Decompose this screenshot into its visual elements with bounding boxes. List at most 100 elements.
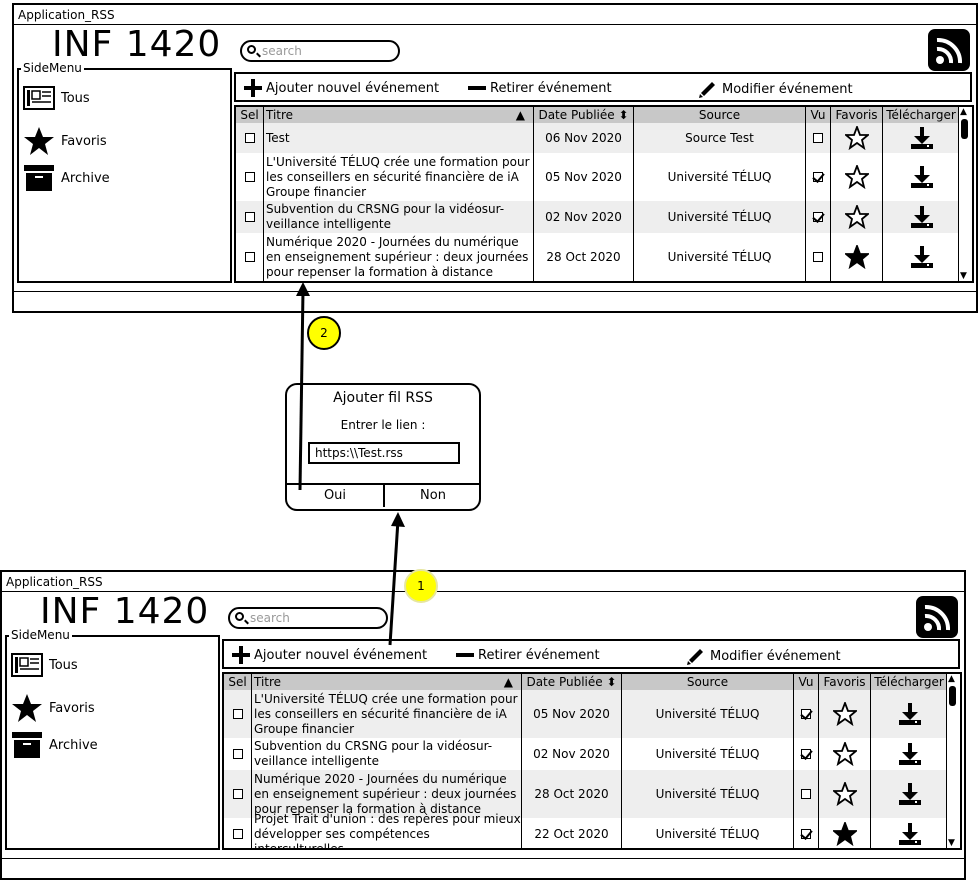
download-icon[interactable]: [897, 782, 923, 806]
column-date[interactable]: Date Publiée ⬍: [534, 107, 634, 123]
table-row[interactable]: Numérique 2020 - Journées du numérique e…: [224, 770, 946, 818]
archive-box-icon: [12, 732, 42, 758]
edit-event-button[interactable]: Modifier événement: [698, 79, 853, 99]
table-row[interactable]: L'Université TÉLUQ crée une formation po…: [224, 690, 946, 738]
search-input[interactable]: search: [228, 607, 388, 629]
sidebar-item-favoris[interactable]: Favoris: [23, 126, 107, 156]
star-icon: [24, 127, 54, 155]
table-row[interactable]: Projet Trait d'union : des repères pour …: [224, 812, 946, 848]
column-telecharger[interactable]: Télécharger: [883, 107, 960, 123]
star-filled-icon[interactable]: [832, 822, 857, 846]
table-row[interactable]: Subvention du CRSNG pour la vidéosur-vei…: [224, 738, 946, 770]
star-outline-icon[interactable]: [832, 702, 857, 726]
sidebar-item-tous[interactable]: Tous: [23, 86, 90, 110]
star-outline-icon[interactable]: [844, 205, 869, 229]
table-row[interactable]: Numérique 2020 - Journées du numérique e…: [236, 233, 958, 281]
remove-event-button[interactable]: Retirer événement: [468, 79, 612, 97]
select-checkbox[interactable]: [244, 252, 255, 262]
window-title: Application_RSS: [6, 575, 103, 589]
column-titre[interactable]: Titre▲: [252, 674, 522, 690]
side-menu-label: SideMenu: [21, 61, 84, 75]
table-scrollbar[interactable]: ▲ ▼: [958, 107, 972, 281]
star-outline-icon[interactable]: [832, 742, 857, 766]
no-button[interactable]: Non: [420, 488, 446, 503]
column-vu[interactable]: Vu: [794, 674, 819, 690]
seen-checkbox[interactable]: [801, 789, 811, 799]
dialog-buttons: Oui Non: [287, 483, 479, 509]
column-sel[interactable]: Sel: [224, 674, 252, 690]
dialog-title: Ajouter fil RSS: [333, 390, 433, 406]
column-vu[interactable]: Vu: [806, 107, 831, 123]
column-favoris[interactable]: Favoris: [819, 674, 871, 690]
add-event-button[interactable]: Ajouter nouvel événement: [244, 79, 439, 97]
sort-icon: ⬍: [618, 108, 629, 122]
select-checkbox[interactable]: [232, 709, 243, 719]
column-date[interactable]: Date Publiée ⬍: [522, 674, 622, 690]
search-input[interactable]: search: [240, 40, 400, 62]
column-sel[interactable]: Sel: [236, 107, 264, 123]
column-titre[interactable]: Titre▲: [264, 107, 534, 123]
table-scrollbar[interactable]: ▲ ▼: [946, 674, 960, 848]
rss-icon[interactable]: [916, 596, 958, 638]
select-checkbox[interactable]: [232, 789, 243, 799]
dialog-prompt: Entrer le lien :: [340, 418, 426, 432]
column-telecharger[interactable]: Télécharger: [871, 674, 948, 690]
sidebar-item-archive[interactable]: Archive: [23, 164, 110, 192]
side-menu: SideMenu Tous Favoris Archive: [17, 61, 232, 283]
rss-icon[interactable]: [928, 29, 970, 71]
event-title: L'Université TÉLUQ crée une formation po…: [254, 691, 518, 736]
star-filled-icon[interactable]: [844, 245, 869, 269]
pencil-icon: [687, 649, 703, 665]
event-title: Numérique 2020 - Journées du numérique e…: [254, 771, 517, 816]
minus-icon: [468, 86, 486, 90]
event-source: Université TÉLUQ: [655, 707, 760, 721]
star-outline-icon[interactable]: [844, 126, 869, 150]
add-rss-dialog: Ajouter fil RSS Entrer le lien : https:\…: [285, 383, 481, 511]
select-checkbox[interactable]: [244, 172, 255, 182]
seen-checkbox[interactable]: [813, 133, 823, 143]
sidebar-item-archive[interactable]: Archive: [11, 731, 98, 759]
event-title: L'Université TÉLUQ crée une formation po…: [266, 154, 530, 199]
star-outline-icon[interactable]: [844, 165, 869, 189]
seen-checkbox[interactable]: [801, 749, 811, 759]
add-event-button[interactable]: Ajouter nouvel événement: [232, 646, 427, 664]
column-favoris[interactable]: Favoris: [831, 107, 883, 123]
event-source: Université TÉLUQ: [655, 827, 760, 841]
edit-event-button[interactable]: Modifier événement: [686, 646, 841, 666]
toolbar: Ajouter nouvel événement Retirer événeme…: [234, 72, 972, 102]
archive-box-icon: [24, 165, 54, 191]
remove-event-button[interactable]: Retirer événement: [456, 646, 600, 664]
download-icon[interactable]: [909, 165, 935, 189]
download-icon[interactable]: [897, 742, 923, 766]
select-checkbox[interactable]: [244, 133, 255, 143]
download-icon[interactable]: [909, 205, 935, 229]
event-title: Test: [266, 130, 290, 145]
select-checkbox[interactable]: [244, 212, 255, 222]
star-outline-icon[interactable]: [832, 782, 857, 806]
sidebar-item-favoris[interactable]: Favoris: [11, 693, 95, 723]
newspaper-icon: [11, 653, 43, 677]
seen-checkbox[interactable]: [813, 252, 823, 262]
seen-checkbox[interactable]: [813, 212, 823, 222]
seen-checkbox[interactable]: [801, 829, 811, 839]
seen-checkbox[interactable]: [801, 709, 811, 719]
event-date: 22 Oct 2020: [534, 827, 609, 841]
download-icon[interactable]: [909, 126, 935, 150]
select-checkbox[interactable]: [232, 749, 243, 759]
column-source[interactable]: Source: [622, 674, 794, 690]
table-row[interactable]: Subvention du CRSNG pour la vidéosur-vei…: [236, 201, 958, 233]
yes-button[interactable]: Oui: [287, 485, 385, 507]
rss-link-input[interactable]: https:\\Test.rss: [308, 442, 460, 464]
table-row[interactable]: L'Université TÉLUQ crée une formation po…: [236, 153, 958, 201]
select-checkbox[interactable]: [232, 829, 243, 839]
event-source: Université TÉLUQ: [655, 747, 760, 761]
seen-checkbox[interactable]: [813, 172, 823, 182]
event-date: 28 Oct 2020: [534, 787, 609, 801]
download-icon[interactable]: [897, 702, 923, 726]
download-icon[interactable]: [909, 245, 935, 269]
sidebar-item-tous[interactable]: Tous: [11, 653, 78, 677]
download-icon[interactable]: [897, 822, 923, 846]
column-source[interactable]: Source: [634, 107, 806, 123]
